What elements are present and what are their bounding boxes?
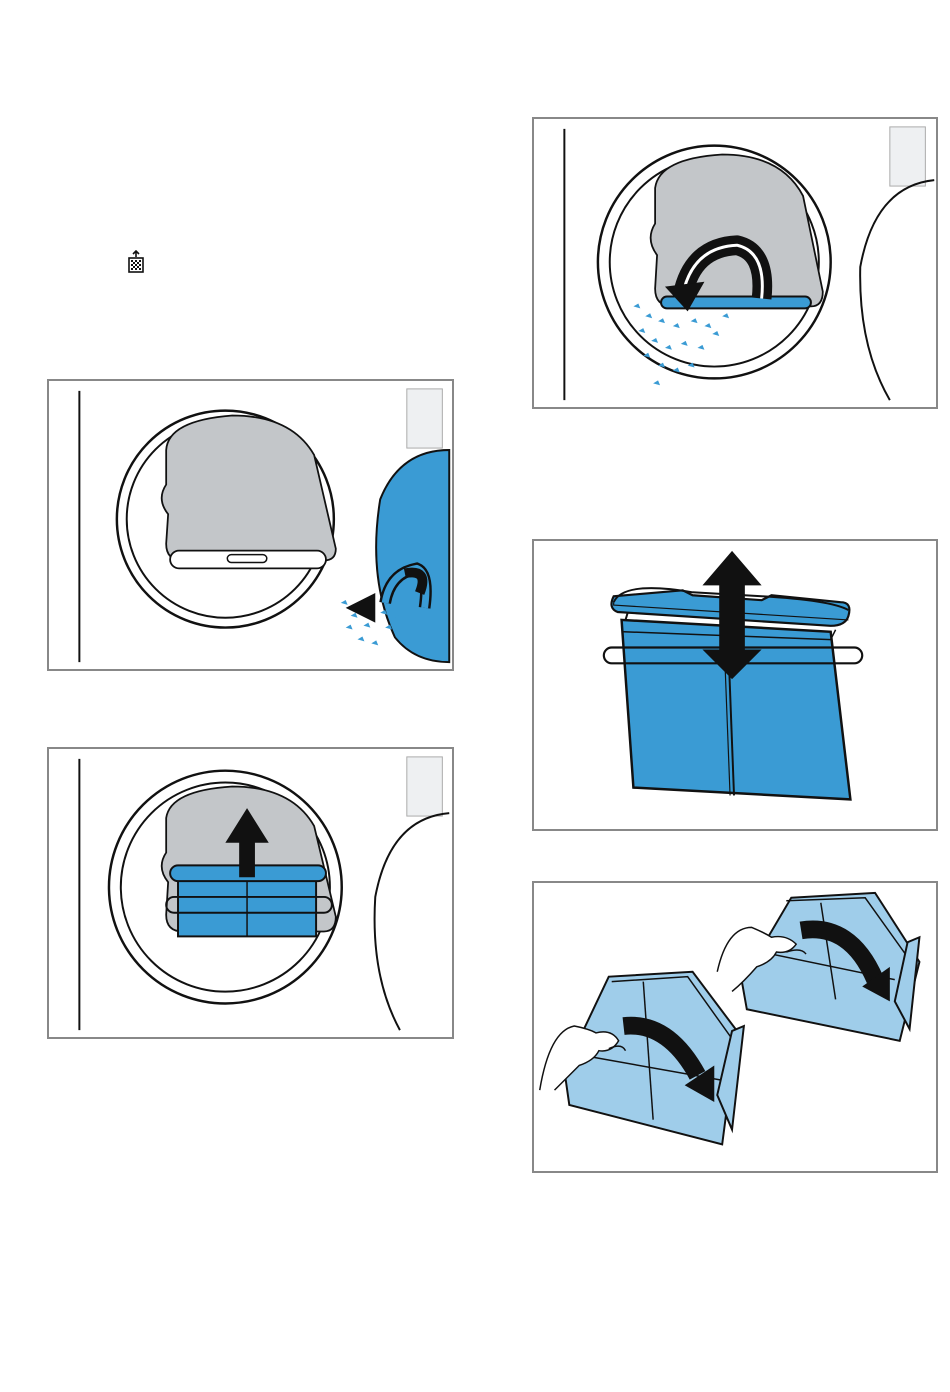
filter-open-hands-icon bbox=[534, 883, 936, 1171]
figure-door-lint bbox=[47, 379, 454, 671]
filter-separate-icon bbox=[534, 541, 936, 829]
fluff-filter-icon bbox=[127, 250, 145, 274]
lint-brush-icon bbox=[534, 119, 936, 407]
figure-brush-lint bbox=[532, 117, 938, 409]
figure-pull-filter bbox=[47, 747, 454, 1039]
figure-open-filter-hands bbox=[532, 881, 938, 1173]
filter-pull-up-icon bbox=[49, 749, 452, 1037]
figure-separate-filter bbox=[532, 539, 938, 831]
door-open-lint-icon bbox=[49, 381, 452, 669]
